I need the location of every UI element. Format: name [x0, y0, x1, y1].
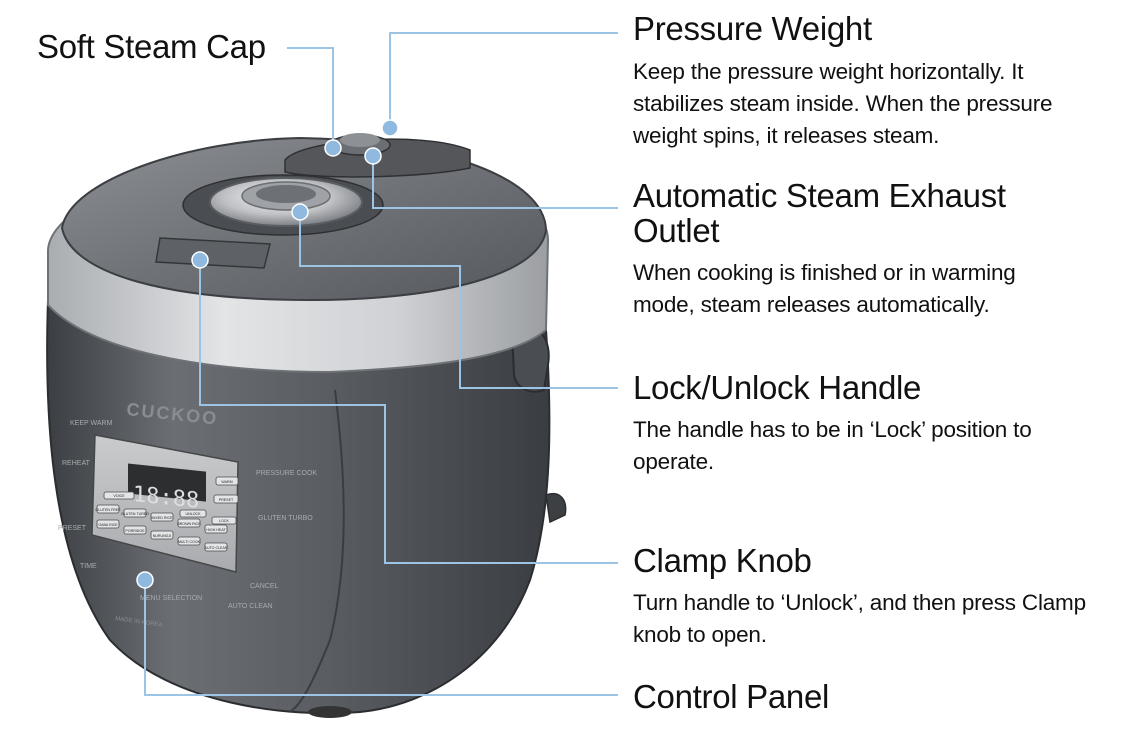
clamp-knob-desc: Turn handle to ‘Unlock’, and then press … — [633, 590, 1086, 647]
leader-soft-steam-cap — [287, 47, 334, 148]
panel-button-gaba-rice[interactable]: GABA RICE — [96, 519, 120, 529]
dot-lock-unlock-handle — [291, 203, 309, 221]
panel-button-gluten-free[interactable]: GLUTEN FREE — [95, 504, 121, 514]
leader-pressure-weight — [389, 32, 618, 128]
panel-button-label: GLUTEN FREE — [95, 508, 121, 512]
dot-pressure-weight — [381, 119, 399, 137]
dot-control-panel — [136, 571, 154, 589]
dot-soft-steam-cap — [324, 139, 342, 157]
pressure-weight-desc: Keep the pressure weight horizontally. I… — [633, 59, 1053, 148]
panel-button-nurungji[interactable]: NURUNGJI — [150, 530, 174, 540]
panel-buttons: WARM PRESET VOICE UNLOCK LOCK GLUTEN FREEGLUT… — [95, 476, 239, 552]
cooker-body — [46, 298, 551, 718]
panel-button-label: VOICE — [113, 494, 125, 498]
soft-steam-cap-title: Soft Steam Cap — [37, 28, 266, 65]
panel-button-high-heat[interactable]: HIGH HEAT — [204, 524, 228, 534]
panel-button-unlock[interactable]: UNLOCK — [179, 509, 207, 518]
panel-button-auto-clean[interactable]: AUTO CLEAN — [205, 542, 228, 552]
leader-clamp-knob — [199, 260, 618, 564]
automatic-steam-exhaust-outlet-desc: When cooking is finished or in warming m… — [633, 260, 1016, 317]
keep-warm-label: KEEP WARM — [70, 420, 113, 427]
panel-button-warm[interactable]: WARM — [215, 476, 239, 486]
panel-button-label: PORRIDGE — [125, 529, 145, 533]
panel-button-label: PRESET — [219, 498, 234, 502]
control-panel-title: Control Panel — [633, 678, 830, 715]
leader-lock-unlock-handle — [299, 212, 618, 389]
panel-button-mixed-rice[interactable]: MIXED RICE — [150, 512, 174, 522]
panel-button-label: GLUTEN TURBO — [121, 512, 149, 516]
time-label: TIME — [80, 563, 97, 570]
panel-button-label: BROWN RICE — [177, 522, 201, 526]
automatic-steam-exhaust-outlet-title: Automatic Steam Exhaust Outlet — [633, 177, 1006, 249]
panel-button-label: AUTO CLEAN — [205, 546, 228, 550]
lock-unlock-handle-desc: The handle has to be in ‘Lock’ position … — [633, 417, 1032, 474]
panel-button-voice[interactable]: VOICE — [103, 491, 135, 500]
panel-button-label: MULTI COOK — [178, 540, 201, 544]
panel-button-lock[interactable]: LOCK — [211, 516, 237, 525]
lock-unlock-handle-title: Lock/Unlock Handle — [633, 369, 922, 406]
panel-button-label: HIGH HEAT — [206, 528, 226, 532]
panel-button-label: GABA RICE — [98, 523, 118, 527]
panel-button-porridge[interactable]: PORRIDGE — [123, 525, 147, 535]
panel-button-label: MIXED RICE — [152, 516, 174, 520]
auto-clean-label: AUTO CLEAN — [228, 603, 273, 610]
gluten-turbo-label: GLUTEN TURBO — [258, 515, 313, 522]
preset-label: PRESET — [58, 525, 87, 532]
leader-automatic-steam-exhaust-outlet — [372, 156, 618, 209]
pressure-weight-title: Pressure Weight — [633, 10, 872, 47]
panel-button-label: WARM — [221, 480, 232, 484]
panel-button-label: LOCK — [219, 519, 229, 523]
leader-lines — [144, 32, 618, 696]
control-panel-shape: 18:88 — [91, 434, 239, 573]
panel-button-label: UNLOCK — [186, 512, 202, 516]
panel-button-multi-cook[interactable]: MULTI COOK — [177, 536, 201, 546]
menu-selection-label: MENU SELECTION — [140, 595, 202, 602]
leader-control-panel — [144, 580, 618, 696]
panel-button-preset[interactable]: PRESET — [213, 494, 239, 504]
dot-clamp-knob — [191, 251, 209, 269]
pressure-cook-label: PRESSURE COOK — [256, 470, 317, 477]
panel-button-label: NURUNGJI — [153, 534, 172, 538]
leader-dots — [136, 119, 399, 589]
panel-button-gluten-turbo[interactable]: GLUTEN TURBO — [121, 508, 149, 518]
cancel-label: CANCEL — [250, 583, 279, 590]
panel-button-brown-rice[interactable]: BROWN RICE — [177, 518, 201, 528]
reheat-label: REHEAT — [62, 460, 91, 467]
dot-automatic-steam-exhaust-outlet — [364, 147, 382, 165]
clamp-knob-title: Clamp Knob — [633, 542, 812, 579]
